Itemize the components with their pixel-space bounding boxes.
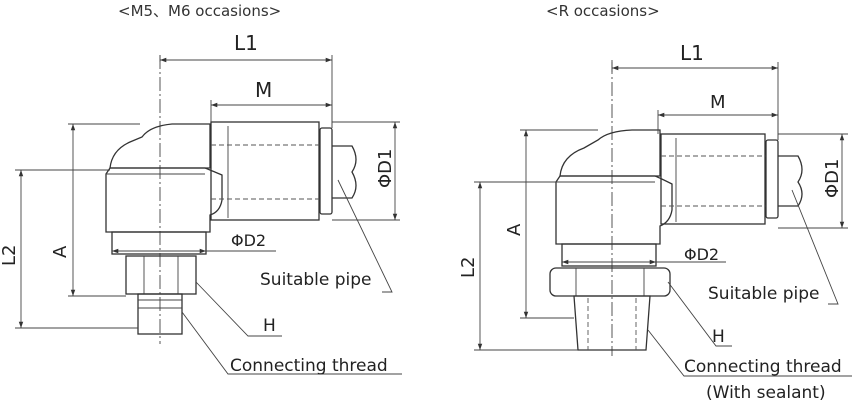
left-m-label: M bbox=[255, 78, 272, 102]
left-caption: <M5、M6 occasions> bbox=[118, 2, 281, 20]
left-elbow-cap bbox=[109, 123, 211, 169]
left-l2-label: L2 bbox=[0, 245, 20, 266]
left-collar bbox=[111, 231, 207, 255]
left-thread-label: Connecting thread bbox=[230, 356, 388, 376]
right-fitting: <R occasions> L1 bbox=[458, 2, 852, 403]
right-collar bbox=[561, 243, 657, 267]
right-d2-label: ΦD2 bbox=[684, 245, 719, 264]
left-hex bbox=[125, 255, 197, 295]
right-body bbox=[555, 175, 673, 245]
left-d2-label: ΦD2 bbox=[231, 231, 266, 250]
left-a-label: A bbox=[50, 245, 71, 258]
right-pipe-stub bbox=[778, 155, 803, 207]
right-m-label: M bbox=[710, 92, 726, 113]
left-release-ring bbox=[319, 127, 333, 215]
left-socket bbox=[210, 121, 320, 221]
right-pipe-leader bbox=[791, 189, 839, 305]
left-pipe-leader bbox=[337, 179, 393, 293]
right-sealant-label: (With sealant) bbox=[706, 383, 826, 403]
right-l1-label: L1 bbox=[680, 41, 704, 65]
right-h-leader bbox=[667, 281, 732, 347]
left-pipe-stub bbox=[332, 145, 357, 199]
right-hex bbox=[549, 267, 671, 297]
left-l1-label: L1 bbox=[234, 31, 258, 55]
left-pipe-label: Suitable pipe bbox=[260, 270, 372, 290]
right-thread-leader bbox=[647, 329, 852, 377]
right-caption: <R occasions> bbox=[546, 2, 660, 20]
right-pipe-label: Suitable pipe bbox=[708, 284, 820, 304]
right-elbow-cap bbox=[559, 129, 661, 177]
right-a-label: A bbox=[504, 223, 525, 236]
left-body bbox=[105, 167, 223, 233]
left-h-leader bbox=[195, 281, 282, 337]
left-fitting: <M5、M6 occasions> L1 bbox=[0, 2, 402, 376]
left-thread-leader bbox=[181, 311, 402, 375]
right-l2-label: L2 bbox=[458, 257, 479, 278]
right-d1-label: ΦD1 bbox=[822, 159, 843, 198]
left-h-label: H bbox=[263, 316, 276, 336]
left-d1-label: ΦD1 bbox=[375, 149, 396, 188]
right-socket bbox=[660, 133, 766, 225]
right-thread-label: Connecting thread bbox=[684, 357, 842, 377]
left-thread bbox=[137, 293, 183, 335]
right-release-ring bbox=[765, 139, 779, 219]
right-h-label: H bbox=[712, 327, 725, 347]
right-thread bbox=[573, 295, 651, 351]
